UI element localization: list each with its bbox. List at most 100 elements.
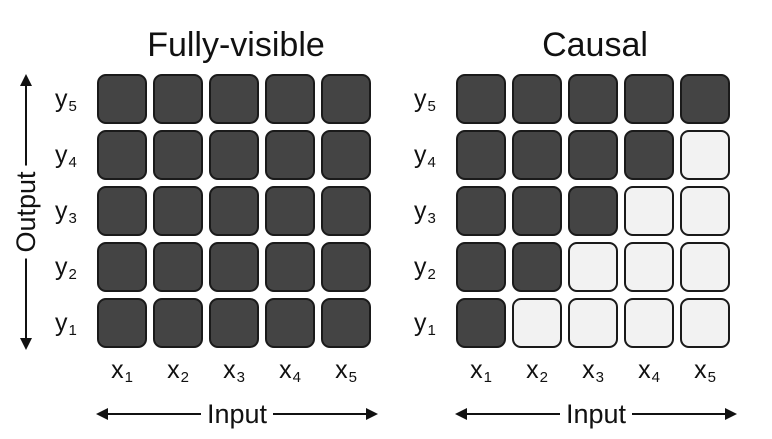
attention-cell [624, 298, 674, 348]
attention-cell [568, 74, 618, 124]
x-label-subscript: 4 [651, 369, 660, 386]
attention-cell [456, 242, 506, 292]
x-label-base: x [335, 356, 348, 384]
y-label: y2 [414, 242, 450, 292]
attention-cell [512, 74, 562, 124]
attention-grid-causal [456, 74, 730, 348]
attention-cell [321, 186, 371, 236]
attention-cell [153, 242, 203, 292]
attention-cell [512, 298, 562, 348]
attention-cell [209, 186, 259, 236]
attention-cell [97, 298, 147, 348]
x-label-base: x [526, 356, 539, 384]
y-label-subscript: 1 [427, 322, 436, 339]
y-label-base: y [55, 253, 68, 281]
attention-cell [512, 242, 562, 292]
attention-cell [568, 298, 618, 348]
x-label-subscript: 2 [180, 369, 189, 386]
attention-cell [265, 74, 315, 124]
x-label-subscript: 4 [292, 369, 301, 386]
attention-cell [321, 130, 371, 180]
attention-cell [265, 130, 315, 180]
x-label: x4 [624, 352, 674, 392]
attention-cell [97, 74, 147, 124]
attention-cell [624, 242, 674, 292]
output-axis-label: Output [9, 165, 43, 259]
x-label-base: x [638, 356, 651, 384]
y-label: y4 [414, 130, 450, 180]
x-label-base: x [223, 356, 236, 384]
attention-cell [97, 186, 147, 236]
x-label-subscript: 5 [707, 369, 716, 386]
x-label-subscript: 1 [483, 369, 492, 386]
y-label: y3 [414, 186, 450, 236]
y-label-base: y [55, 197, 68, 225]
attention-cell [568, 242, 618, 292]
output-axis: Output [6, 72, 46, 352]
input-axis-label: Input [455, 394, 737, 434]
attention-cell [265, 242, 315, 292]
attention-cell [209, 242, 259, 292]
y-label: y2 [55, 242, 91, 292]
attention-cell [568, 130, 618, 180]
y-label-base: y [414, 309, 427, 337]
y-label-base: y [55, 85, 68, 113]
x-label-base: x [167, 356, 180, 384]
y-label-subscript: 1 [68, 322, 77, 339]
attention-cell [153, 186, 203, 236]
y-label-subscript: 2 [68, 266, 77, 283]
x-label: x2 [512, 352, 562, 392]
y-label-subscript: 4 [68, 154, 77, 171]
attention-cell [456, 298, 506, 348]
y-label-subscript: 5 [427, 98, 436, 115]
attention-cell [321, 242, 371, 292]
x-label: x3 [568, 352, 618, 392]
attention-cell [680, 242, 730, 292]
attention-cell [153, 130, 203, 180]
attention-cell [624, 74, 674, 124]
attention-cell [153, 298, 203, 348]
y-label-base: y [414, 197, 427, 225]
y-label: y5 [55, 74, 91, 124]
attention-cell [512, 130, 562, 180]
attention-cell [456, 186, 506, 236]
y-label-base: y [414, 141, 427, 169]
x-label: x4 [265, 352, 315, 392]
y-label: y5 [414, 74, 450, 124]
attention-cell [153, 74, 203, 124]
y-label-subscript: 3 [427, 210, 436, 227]
x-label-base: x [111, 356, 124, 384]
x-label-subscript: 2 [539, 369, 548, 386]
x-label-subscript: 3 [595, 369, 604, 386]
y-label: y3 [55, 186, 91, 236]
x-label: x5 [680, 352, 730, 392]
x-label: x2 [153, 352, 203, 392]
attention-cell [680, 298, 730, 348]
y-label-subscript: 5 [68, 98, 77, 115]
y-label: y4 [55, 130, 91, 180]
y-label-base: y [55, 141, 68, 169]
attention-cell [512, 186, 562, 236]
attention-cell [456, 130, 506, 180]
input-axis-label: Input [96, 394, 378, 434]
attention-cell [321, 298, 371, 348]
attention-cell [321, 74, 371, 124]
y-label-subscript: 4 [427, 154, 436, 171]
attention-cell [456, 74, 506, 124]
input-axis-fully-visible: Input [96, 394, 378, 434]
x-label-base: x [470, 356, 483, 384]
y-label: y1 [414, 298, 450, 348]
x-label: x3 [209, 352, 259, 392]
x-label: x5 [321, 352, 371, 392]
x-label-subscript: 5 [348, 369, 357, 386]
x-label: x1 [97, 352, 147, 392]
attention-cell [624, 130, 674, 180]
x-label-subscript: 1 [124, 369, 133, 386]
attention-cell [265, 186, 315, 236]
y-label-base: y [55, 309, 68, 337]
attention-cell [209, 298, 259, 348]
